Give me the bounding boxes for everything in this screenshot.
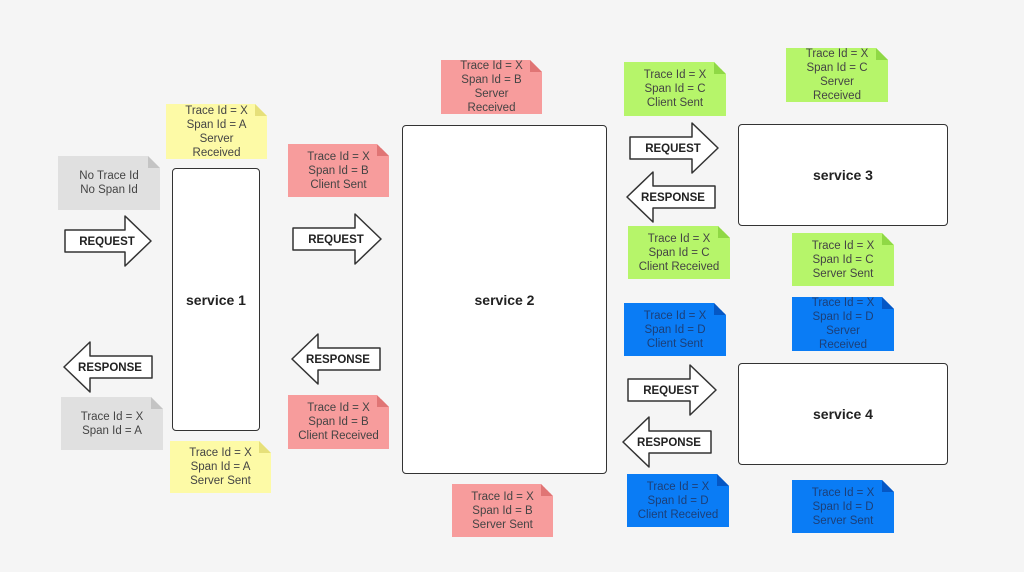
note-fold-icon [876,48,888,60]
note-s1-response: Trace Id = X Span Id = A [61,397,163,450]
service-4-label: service 4 [813,406,873,422]
note-b-client-received: Trace Id = X Span Id = B Client Received [288,395,389,449]
note-no-trace: No Trace Id No Span Id [58,156,160,210]
note-fold-icon [151,397,163,409]
note-fold-icon [718,226,730,238]
note-fold-icon [714,62,726,74]
note-b-server-sent: Trace Id = X Span Id = B Server Sent [452,484,553,537]
request-arrow-1: REQUEST [64,215,152,267]
note-fold-icon [541,484,553,496]
note-text: Trace Id = X Span Id = C Client Sent [643,69,707,109]
request-arrow-4: REQUEST [627,364,717,416]
note-text: Trace Id = X Span Id = D Server Sent [811,486,875,527]
response-arrow-1-label: RESPONSE [78,362,142,374]
service-2-label: service 2 [474,291,535,308]
note-c-server-sent: Trace Id = X Span Id = C Server Sent [792,233,894,286]
note-text: Trace Id = X Span Id = B Client Sent [307,150,370,191]
note-fold-icon [714,303,726,315]
note-c-client-received: Trace Id = X Span Id = C Client Received [628,226,730,279]
note-s1-server-sent: Trace Id = X Span Id = A Server Sent [170,441,271,493]
note-text: Trace Id = X Span Id = B Server Received [460,60,523,114]
note-text: Trace Id = X Span Id = A [80,410,144,437]
note-text: Trace Id = X Span Id = C Server Received [805,48,869,102]
note-text: Trace Id = X Span Id = B Server Sent [471,490,534,531]
note-text: Trace Id = X Span Id = D Client Received [637,480,719,521]
note-fold-icon [259,441,271,453]
note-text: Trace Id = X Span Id = D Server Received [811,297,875,351]
service-3-box: service 3 [738,124,948,226]
note-text: Trace Id = X Span Id = C Client Received [638,232,720,273]
request-arrow-3: REQUEST [629,122,719,174]
note-text: Trace Id = X Span Id = A Server Sent [189,447,252,487]
note-fold-icon [882,480,894,492]
response-arrow-2-label: RESPONSE [306,354,370,366]
service-1-box: service 1 [172,168,260,431]
request-arrow-4-label: REQUEST [643,385,699,397]
service-4-box: service 4 [738,363,948,465]
note-b-server-received: Trace Id = X Span Id = B Server Received [441,60,542,114]
note-text: Trace Id = X Span Id = A Server Received [185,104,248,159]
note-fold-icon [882,297,894,309]
note-d-client-received: Trace Id = X Span Id = D Client Received [627,474,729,527]
response-arrow-3-label: RESPONSE [641,192,705,204]
note-s1-server-received: Trace Id = X Span Id = A Server Received [166,104,267,159]
note-fold-icon [530,60,542,72]
request-arrow-3-label: REQUEST [645,143,701,155]
response-arrow-4: RESPONSE [622,416,712,468]
note-fold-icon [377,395,389,407]
note-fold-icon [377,144,389,156]
service-1-label: service 1 [186,291,246,308]
service-2-box: service 2 [402,125,607,474]
note-c-client-sent: Trace Id = X Span Id = C Client Sent [624,62,726,116]
response-arrow-2: RESPONSE [291,333,381,385]
note-d-server-sent: Trace Id = X Span Id = D Server Sent [792,480,894,533]
note-d-client-sent: Trace Id = X Span Id = D Client Sent [624,303,726,356]
note-text: Trace Id = X Span Id = B Client Received [298,402,379,442]
request-arrow-2: REQUEST [292,213,382,265]
note-fold-icon [255,104,267,116]
response-arrow-4-label: RESPONSE [637,437,701,449]
service-3-label: service 3 [813,167,873,183]
note-d-server-received: Trace Id = X Span Id = D Server Received [792,297,894,351]
note-text: Trace Id = X Span Id = C Server Sent [811,239,875,280]
note-text: Trace Id = X Span Id = D Client Sent [643,309,707,350]
note-c-server-received: Trace Id = X Span Id = C Server Received [786,48,888,102]
note-fold-icon [717,474,729,486]
request-arrow-1-label: REQUEST [79,236,135,248]
request-arrow-2-label: REQUEST [308,234,364,246]
note-b-client-sent: Trace Id = X Span Id = B Client Sent [288,144,389,197]
response-arrow-3: RESPONSE [626,171,716,223]
note-text: No Trace Id No Span Id [79,170,139,196]
note-fold-icon [148,156,160,168]
response-arrow-1: RESPONSE [63,341,153,393]
note-fold-icon [882,233,894,245]
